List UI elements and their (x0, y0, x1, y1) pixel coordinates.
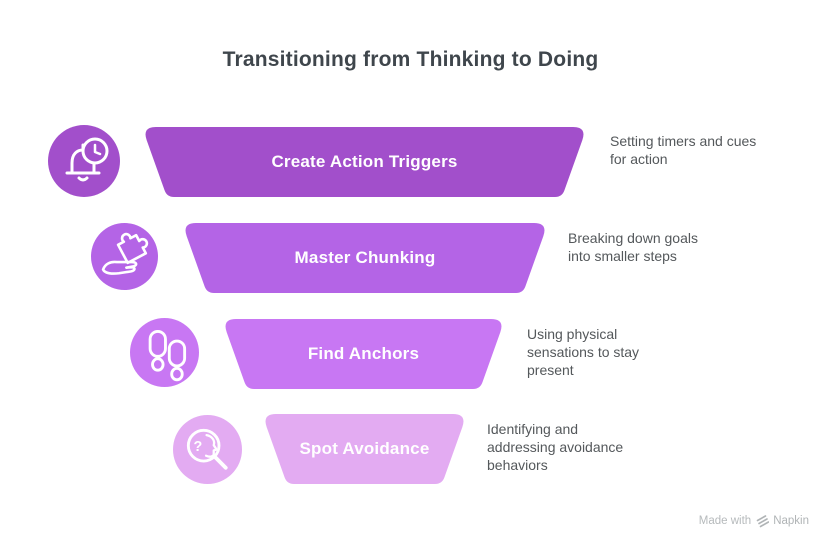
hand-puzzle-icon (91, 223, 158, 290)
step-label: Master Chunking (294, 248, 436, 267)
watermark-prefix: Made with (698, 515, 752, 527)
step-label: Spot Avoidance (299, 439, 430, 458)
step-badge-circle (48, 125, 120, 197)
napkin-logo-icon (756, 515, 770, 528)
watermark-brand: Napkin (773, 515, 809, 527)
page-title: Transitioning from Thinking to Doing (222, 48, 599, 71)
watermark: Made with Napkin (699, 514, 809, 528)
funnel-bar-4 (265, 414, 464, 484)
funnel-bar-2 (185, 223, 545, 293)
svg-text:?: ? (194, 439, 203, 455)
step-label: Create Action Triggers (271, 152, 458, 171)
step-description: Setting timers and cues for action (610, 133, 757, 167)
funnel-bar-3 (225, 319, 502, 389)
funnel-bar-1 (145, 127, 584, 197)
step-badge-circle (173, 415, 242, 484)
footprints-icon (130, 318, 199, 387)
step-description: Breaking down goals into smaller steps (568, 230, 698, 264)
step-description: Identifying and addressing avoidance beh… (487, 421, 624, 473)
step-description: Using physical sensations to stay presen… (527, 326, 640, 378)
search-mind-icon: ? (173, 415, 242, 484)
bell-clock-icon (48, 125, 120, 197)
step-label: Find Anchors (307, 344, 420, 363)
